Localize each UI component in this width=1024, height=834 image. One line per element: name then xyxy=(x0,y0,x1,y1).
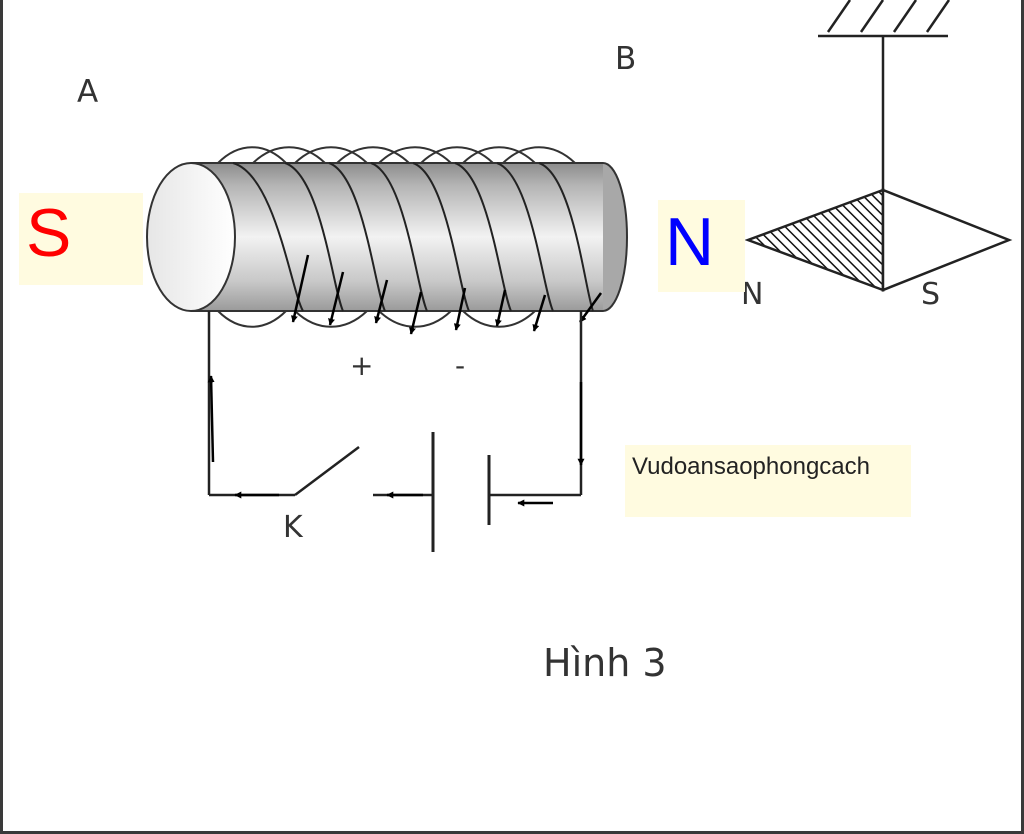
battery xyxy=(431,432,491,552)
switch-blade xyxy=(294,446,360,496)
label-b: B xyxy=(615,41,637,77)
circuit-current-arrows xyxy=(207,375,585,507)
ceiling-support xyxy=(818,0,951,38)
coil-front-windings xyxy=(232,162,594,312)
left-pole-label: S xyxy=(19,193,143,285)
label-a: A xyxy=(77,74,99,110)
author-credit: Vudoansaophongcach xyxy=(625,445,911,517)
figure-caption: Hình 3 xyxy=(543,641,667,685)
switch-label-k: K xyxy=(283,510,303,545)
iron-core xyxy=(146,162,628,312)
battery-plus-sign: + xyxy=(350,349,374,382)
right-pole-label: N xyxy=(658,200,745,292)
electromagnet-diagram xyxy=(146,0,1013,552)
magnetic-needle xyxy=(744,188,1013,292)
coil-current-arrows xyxy=(290,254,603,335)
circuit-wires xyxy=(207,311,583,497)
needle-label-n: N xyxy=(741,277,764,312)
battery-minus-sign: - xyxy=(455,349,466,382)
needle-label-s: S xyxy=(921,277,941,312)
coil-back-loops xyxy=(217,146,576,328)
